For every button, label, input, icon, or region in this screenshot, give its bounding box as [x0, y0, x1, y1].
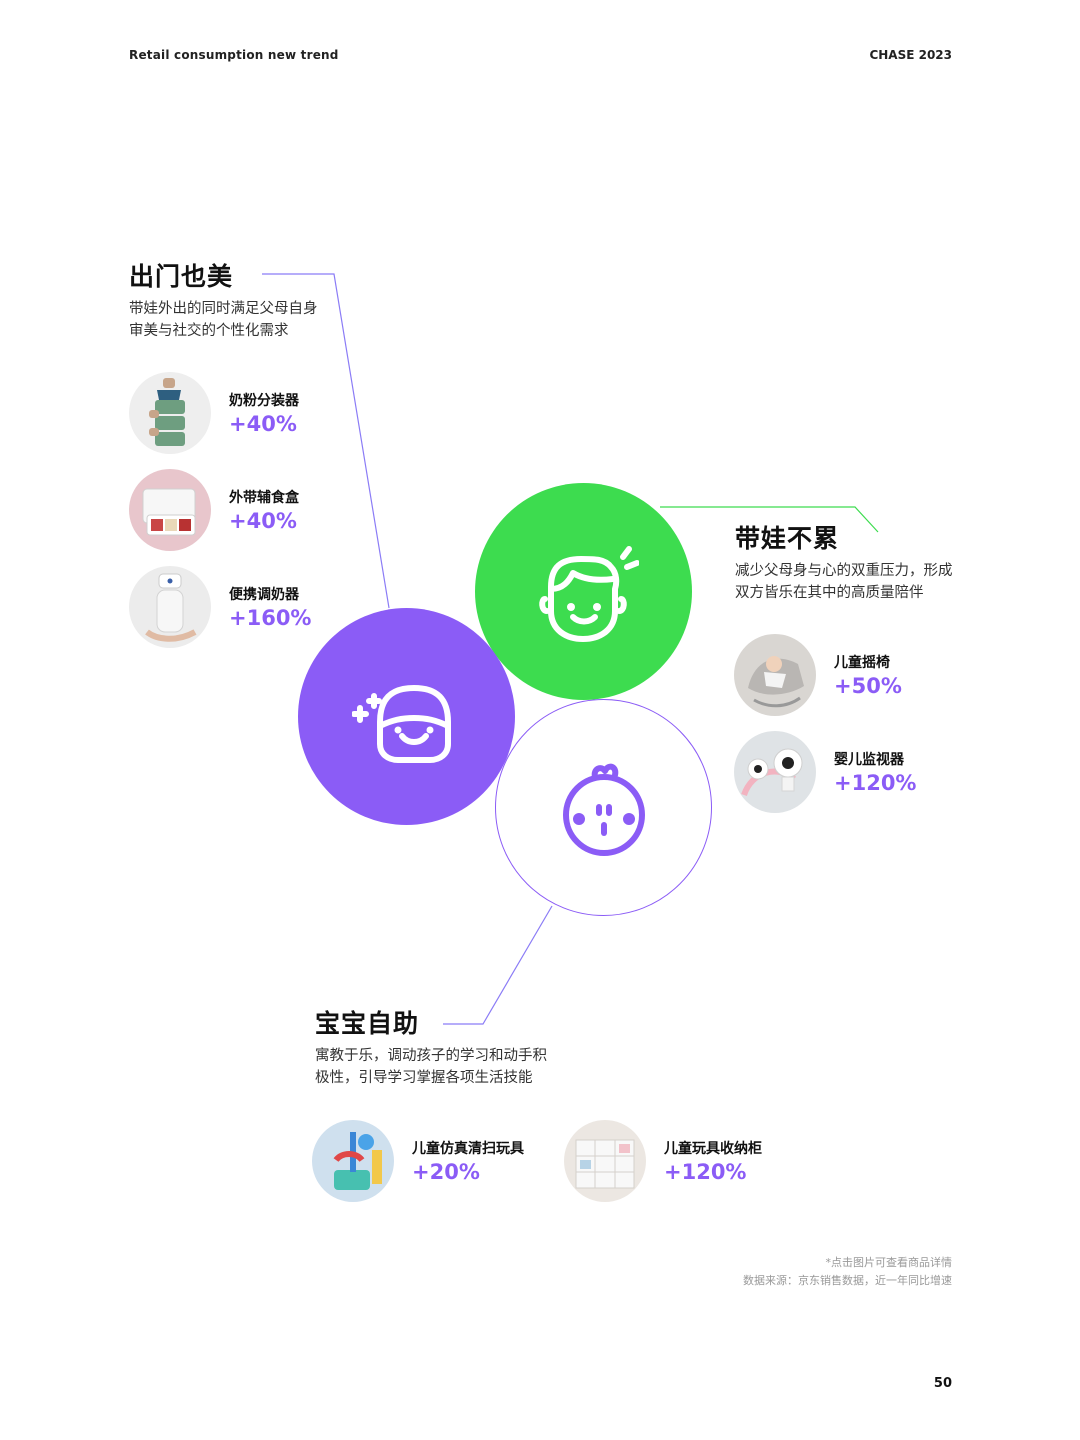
desc-line: 双方皆乐在其中的高质量陪伴 — [735, 585, 924, 601]
section-self-title: 宝宝自助 — [315, 1009, 420, 1038]
baby-hat-face-icon — [351, 684, 451, 763]
product-image-baby-monitor[interactable] — [734, 731, 816, 813]
header-left-text: Retail consumption new trend — [129, 48, 339, 62]
header-right-text: CHASE 2023 — [869, 48, 952, 62]
section-outing-desc: 带娃外出的同时满足父母自身 审美与社交的个性化需求 — [129, 298, 318, 342]
product-growth: +40% — [229, 509, 297, 533]
product-image-baby-rocker[interactable] — [734, 634, 816, 716]
desc-line: 极性，引导学习掌握各项生活技能 — [315, 1070, 533, 1086]
desc-line: 带娃外出的同时满足父母自身 — [129, 301, 318, 317]
product-name: 婴儿监视器 — [834, 752, 904, 768]
product-name: 便携调奶器 — [229, 587, 299, 603]
product-growth: +160% — [229, 606, 312, 630]
product-growth: +120% — [664, 1160, 747, 1184]
product-item-baby-rocker[interactable]: 儿童摇椅 +50% — [734, 634, 902, 716]
desc-line: 减少父母身与心的双重压力，形成 — [735, 563, 953, 579]
note-click-image: *点击图片可查看商品详情 — [825, 1256, 953, 1269]
product-image-cleaning-toy[interactable] — [312, 1120, 394, 1202]
product-growth: +50% — [834, 674, 902, 698]
product-name: 儿童摇椅 — [834, 655, 890, 671]
product-image-portable-formula-maker[interactable] — [129, 566, 211, 648]
product-name: 儿童仿真清扫玩具 — [412, 1141, 524, 1157]
section-outing-title: 出门也美 — [129, 262, 234, 291]
product-growth: +120% — [834, 771, 917, 795]
section-easy-title: 带娃不累 — [735, 524, 840, 553]
section-self-desc: 寓教于乐，调动孩子的学习和动手积 极性，引导学习掌握各项生活技能 — [315, 1045, 547, 1089]
product-image-toy-storage-cabinet[interactable] — [564, 1120, 646, 1202]
product-item-milk-dispenser[interactable]: 奶粉分装器 +40% — [129, 372, 299, 454]
product-name: 外带辅食盒 — [229, 490, 299, 506]
product-name: 儿童玩具收纳柜 — [664, 1141, 762, 1157]
product-item-toy-storage-cabinet[interactable]: 儿童玩具收纳柜 +120% — [564, 1120, 762, 1202]
product-growth: +20% — [412, 1160, 480, 1184]
white-circle — [495, 699, 712, 916]
section-easy-desc: 减少父母身与心的双重压力，形成 双方皆乐在其中的高质量陪伴 — [735, 560, 953, 604]
baby-face-icon — [562, 763, 645, 856]
product-item-food-box[interactable]: 外带辅食盒 +40% — [129, 469, 299, 551]
baby-hair-face-icon — [538, 545, 639, 642]
product-growth: +40% — [229, 412, 297, 436]
green-circle — [475, 483, 692, 700]
desc-line: 审美与社交的个性化需求 — [129, 323, 289, 339]
product-item-cleaning-toy[interactable]: 儿童仿真清扫玩具 +20% — [312, 1120, 524, 1202]
product-item-baby-monitor[interactable]: 婴儿监视器 +120% — [734, 731, 916, 813]
note-data-source: 数据来源：京东销售数据，近一年同比增速 — [743, 1274, 952, 1287]
page-number: 50 — [933, 1376, 952, 1391]
product-image-milk-dispenser[interactable] — [129, 372, 211, 454]
product-item-portable-formula-maker[interactable]: 便携调奶器 +160% — [129, 566, 311, 648]
purple-circle — [298, 608, 515, 825]
desc-line: 寓教于乐，调动孩子的学习和动手积 — [315, 1048, 547, 1064]
product-name: 奶粉分装器 — [229, 393, 299, 409]
product-image-food-box[interactable] — [129, 469, 211, 551]
